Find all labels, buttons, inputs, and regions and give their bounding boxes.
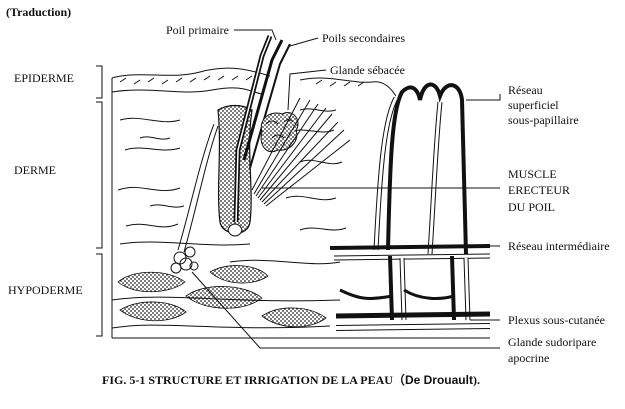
vascular-network xyxy=(329,82,491,331)
caption-end: ). xyxy=(473,373,480,387)
label-muscle-1: MUSCLE xyxy=(508,167,557,181)
leader-lines xyxy=(191,29,501,349)
label-plexus: Plexus sous-cutanée xyxy=(508,313,605,327)
caption-main: FIG. 5-1 STRUCTURE ET IRRIGATION DE LA P… xyxy=(102,372,405,387)
label-glande-sudoripare-2: apocrine xyxy=(508,351,549,365)
layer-epiderme: EPIDERME xyxy=(14,71,74,85)
sebaceous-gland xyxy=(260,112,299,153)
hair-follicle xyxy=(217,35,291,237)
layer-hypoderme: HYPODERME xyxy=(8,283,83,297)
label-muscle-3: DU POIL xyxy=(508,200,555,214)
label-glande-sebacee: Glande sébacée xyxy=(330,63,405,77)
arrector-muscle xyxy=(251,97,351,207)
label-reseau-superficiel-3: sous-papillaire xyxy=(508,113,579,127)
layer-derme: DERME xyxy=(14,163,56,177)
header-note: (Traduction) xyxy=(6,5,71,19)
label-glande-sudoripare-1: Glande sudoripare xyxy=(508,335,596,349)
caption-source: De Drouault xyxy=(405,373,473,387)
layer-braces xyxy=(96,65,103,337)
label-reseau-intermediaire: Réseau intermédiaire xyxy=(508,239,610,253)
label-muscle-2: ERECTEUR xyxy=(508,183,570,197)
label-reseau-superficiel-2: superficiel xyxy=(508,98,559,112)
label-reseau-superficiel-1: Réseau xyxy=(508,83,543,97)
sweat-gland xyxy=(170,123,219,274)
skin-block xyxy=(111,67,490,339)
label-poil-primaire: Poil primaire xyxy=(166,23,229,37)
figure-caption: FIG. 5-1 STRUCTURE ET IRRIGATION DE LA P… xyxy=(102,372,480,387)
label-poils-secondaires: Poils secondaires xyxy=(322,31,405,45)
